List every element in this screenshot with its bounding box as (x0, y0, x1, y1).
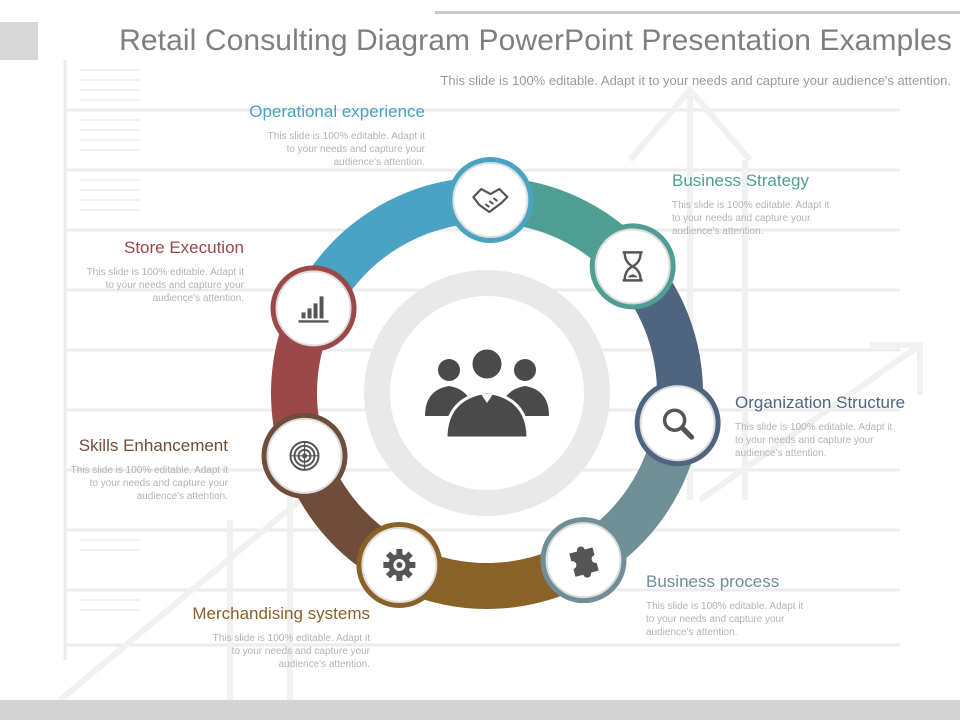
page-title: Retail Consulting Diagram PowerPoint Pre… (119, 24, 952, 57)
cycle-node (634, 380, 721, 467)
step-label-operational-experience: Operational experience This slide is 100… (185, 102, 425, 169)
cycle-nodes (261, 157, 721, 608)
cycle-node (447, 157, 534, 244)
step-title: Business process (646, 572, 780, 591)
step-label-merchandising-systems: Merchandising systems This slide is 100%… (130, 604, 370, 671)
page-subtitle: This slide is 100% editable. Adapt it to… (440, 73, 951, 88)
step-label-business-strategy: Business Strategy This slide is 100% edi… (672, 171, 912, 238)
corner-decoration (0, 22, 38, 60)
hourglass-icon (622, 251, 643, 282)
target-icon (289, 440, 320, 471)
handshake-icon (472, 187, 509, 214)
cycle-node (589, 223, 676, 310)
bar-chart-icon (298, 296, 329, 323)
magnifier-icon (662, 408, 695, 440)
step-title: Skills Enhancement (78, 436, 228, 455)
step-title: Operational experience (249, 102, 425, 121)
step-label-skills-enhancement: Skills Enhancement This slide is 100% ed… (0, 436, 228, 503)
people-group-icon (425, 346, 549, 440)
step-description: This slide is 100% editable. Adapt it to… (267, 131, 425, 168)
step-description: This slide is 100% editable. Adapt it to… (672, 200, 830, 237)
step-title: Store Execution (123, 238, 244, 257)
gear-icon (383, 548, 416, 581)
cycle-node (356, 521, 443, 608)
step-title: Business Strategy (672, 171, 810, 190)
step-description: This slide is 100% editable. Adapt it to… (86, 267, 244, 304)
top-decoration-line (435, 11, 960, 14)
step-title: Organization Structure (735, 393, 906, 412)
step-description: This slide is 100% editable. Adapt it to… (212, 633, 370, 670)
cycle-node (261, 412, 348, 499)
step-description: This slide is 100% editable. Adapt it to… (735, 422, 893, 459)
step-description: This slide is 100% editable. Adapt it to… (646, 601, 804, 638)
cycle-node (540, 517, 627, 604)
step-title: Merchandising systems (192, 604, 370, 623)
step-label-business-process: Business process This slide is 100% edit… (646, 572, 886, 639)
step-label-store-execution: Store Execution This slide is 100% edita… (4, 238, 244, 305)
bottom-bar (0, 700, 960, 720)
step-description: This slide is 100% editable. Adapt it to… (70, 465, 228, 502)
cycle-node (270, 265, 357, 352)
puzzle-icon (569, 546, 599, 578)
step-label-organization-structure: Organization Structure This slide is 100… (735, 393, 960, 460)
